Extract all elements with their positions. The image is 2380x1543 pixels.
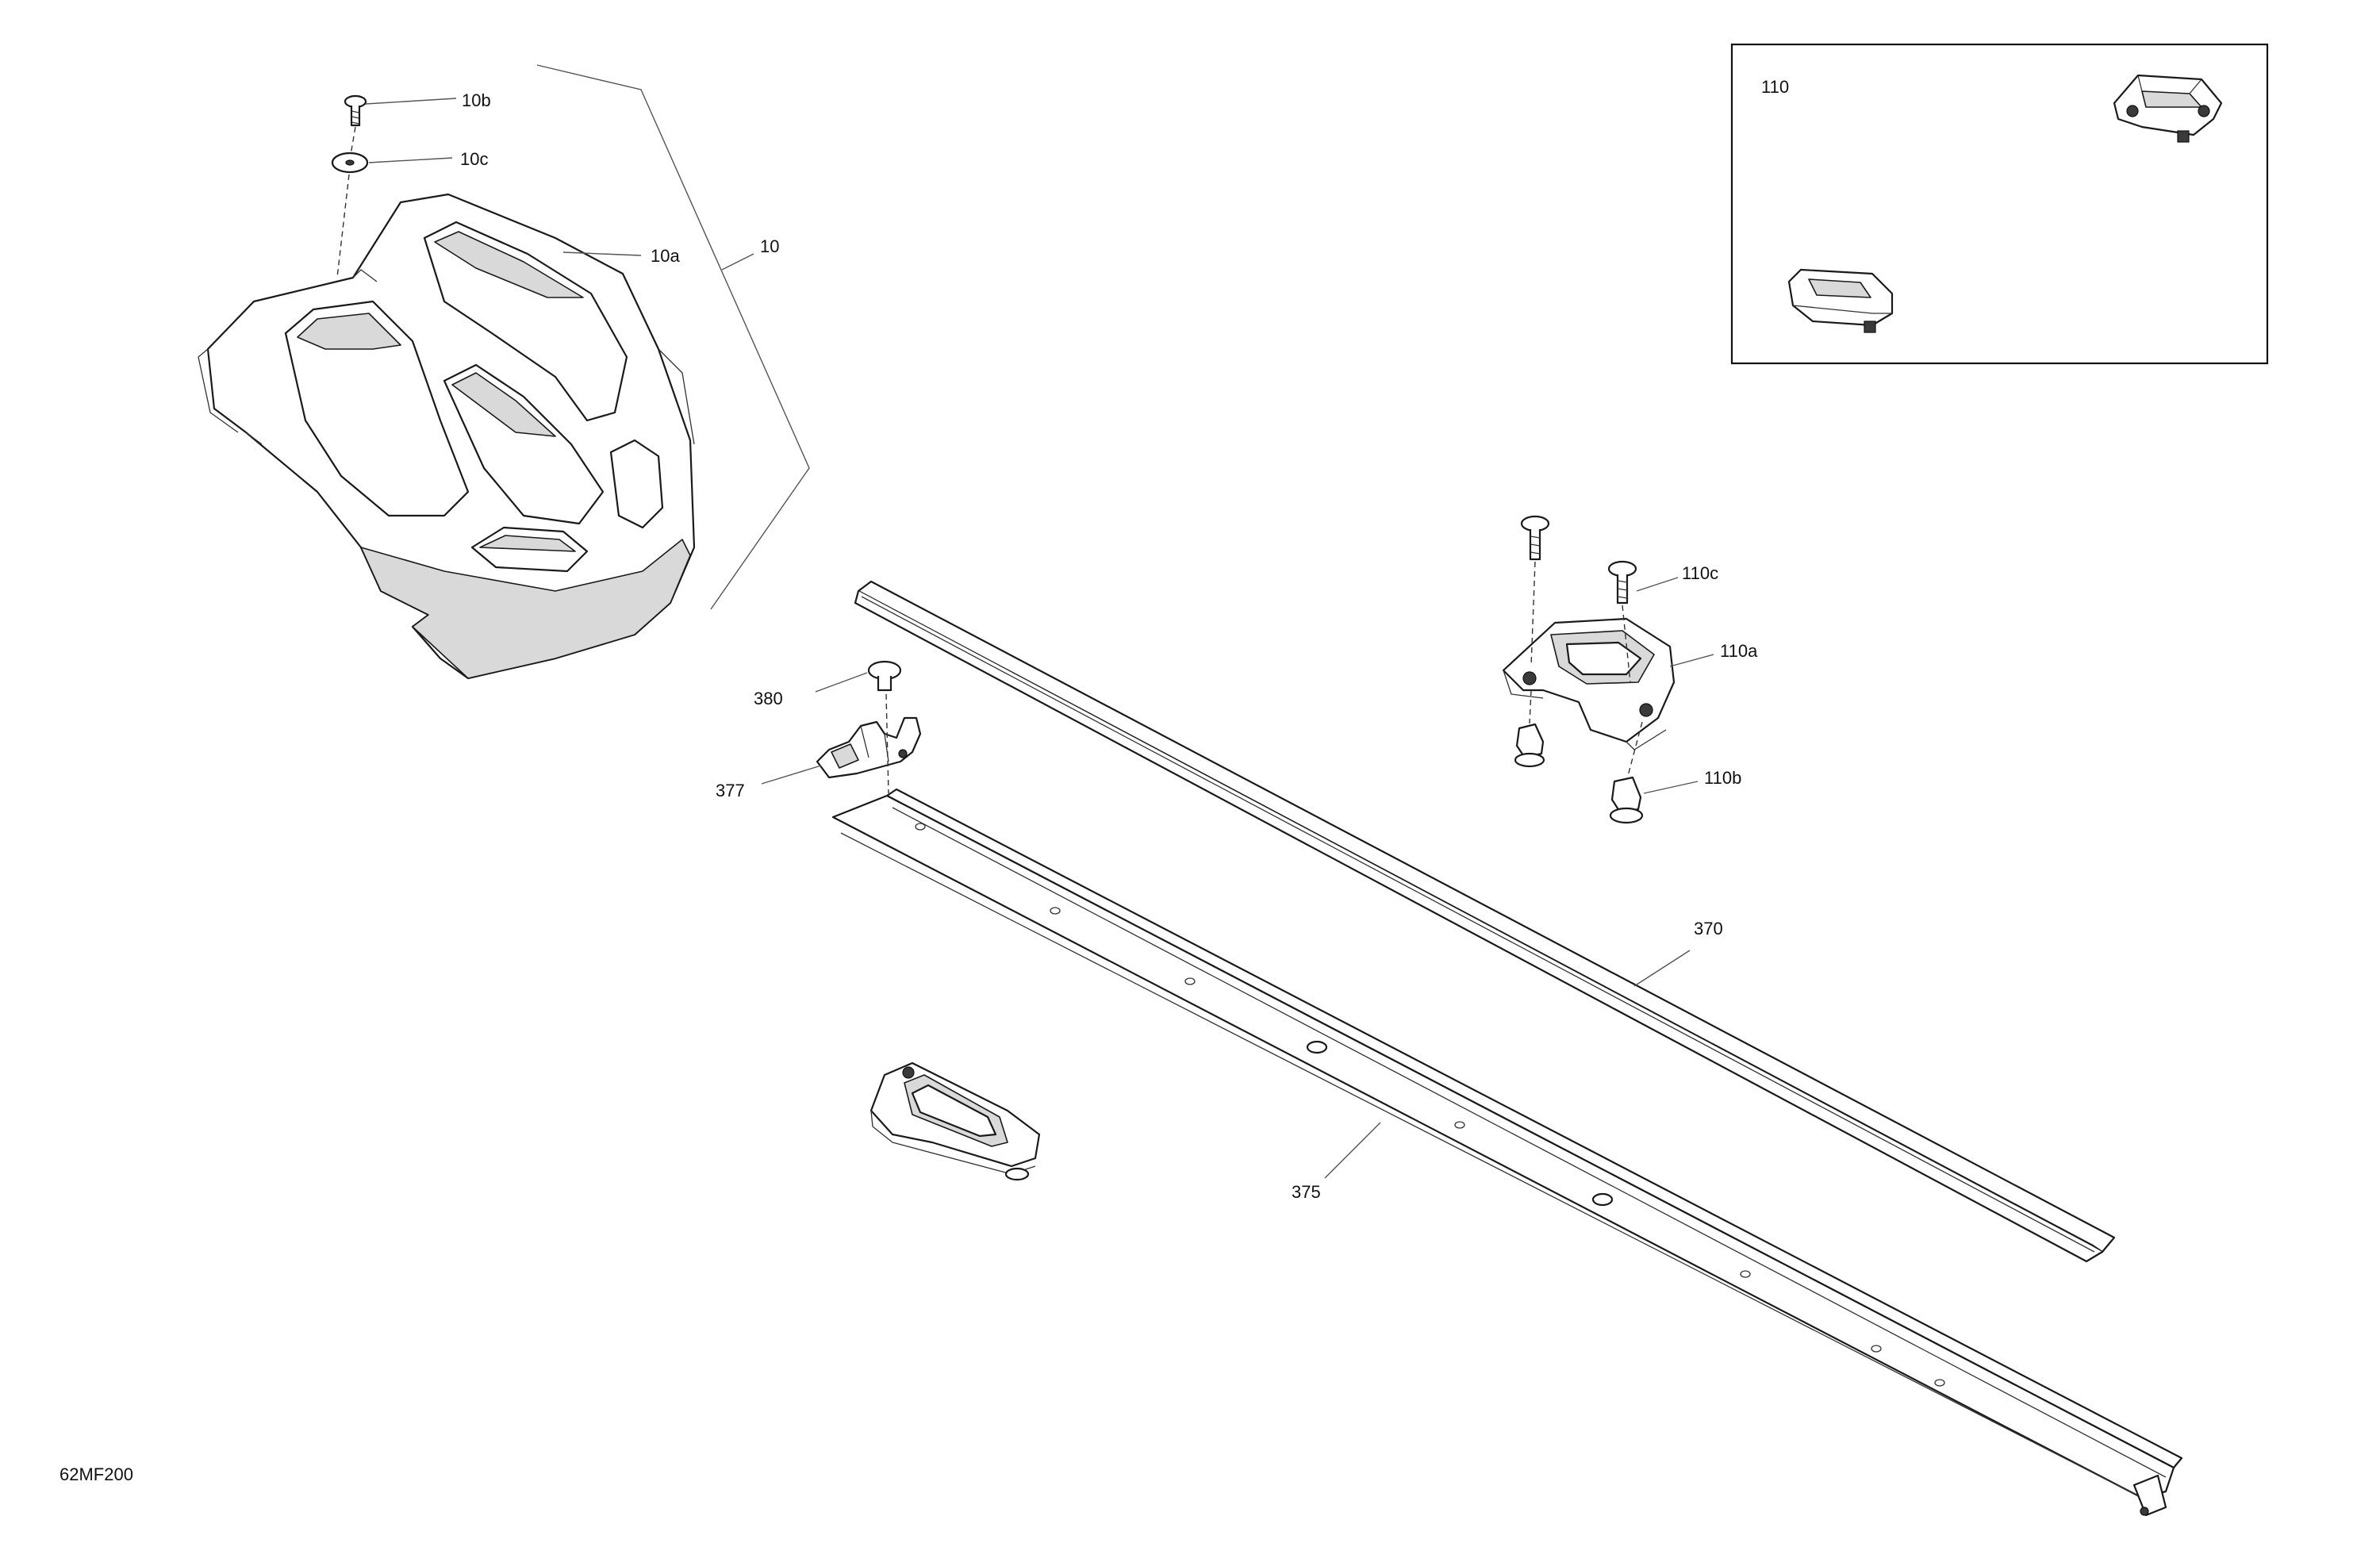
inset-frame <box>1730 43 2269 365</box>
nut-110b-right-icon <box>1609 776 1644 824</box>
leader-10 <box>721 253 754 271</box>
leader-380 <box>815 672 868 693</box>
callout-375: 375 <box>1292 1182 1321 1202</box>
bracket-10 <box>536 64 810 610</box>
leader-10a <box>562 251 642 256</box>
rack-basket-10a <box>198 193 696 680</box>
callout-10: 10 <box>760 236 779 256</box>
axis-110-right <box>1622 605 1643 777</box>
handle-standalone-icon <box>869 1061 1041 1181</box>
fastener-380-icon <box>867 660 902 692</box>
callout-10b: 10b <box>462 90 491 110</box>
leader-10b <box>365 98 457 105</box>
callout-110b: 110b <box>1704 768 1741 788</box>
axis-110-left <box>1529 561 1536 724</box>
callout-10a: 10a <box>651 246 680 266</box>
screw-110c-left-icon <box>1520 515 1550 561</box>
inset-handle-bottom-icon <box>1787 268 1894 333</box>
handle-110a <box>1502 617 1676 750</box>
axis-10 <box>336 126 356 278</box>
washer-10c-icon <box>331 152 369 174</box>
callout-377: 377 <box>716 781 745 800</box>
screw-110c-right-icon <box>1607 560 1637 605</box>
axis-377 <box>885 693 889 794</box>
leader-377 <box>761 765 822 785</box>
leader-110c <box>1636 577 1679 592</box>
clamp-377-icon <box>816 716 922 779</box>
inset-box-110: 110 <box>1730 43 2269 365</box>
callout-110c: 110c <box>1682 563 1718 583</box>
callout-370: 370 <box>1694 919 1723 938</box>
leader-375 <box>1324 1122 1381 1179</box>
nut-110b-left-icon <box>1514 723 1545 768</box>
rail-cover-370 <box>854 580 2116 1263</box>
callout-10c: 10c <box>460 149 488 169</box>
screw-10b-icon <box>344 94 367 127</box>
leader-110b <box>1643 781 1699 794</box>
rail-375 <box>831 788 2183 1517</box>
inset-handle-top-icon <box>2113 74 2223 143</box>
leader-370 <box>1633 950 1691 987</box>
leader-110a <box>1669 654 1714 667</box>
leader-10c <box>368 157 453 163</box>
callout-380: 380 <box>754 689 783 708</box>
callout-110a: 110a <box>1720 641 1758 661</box>
diagram-code: 62MF200 <box>60 1464 133 1484</box>
callout-110: 110 <box>1761 77 1789 97</box>
